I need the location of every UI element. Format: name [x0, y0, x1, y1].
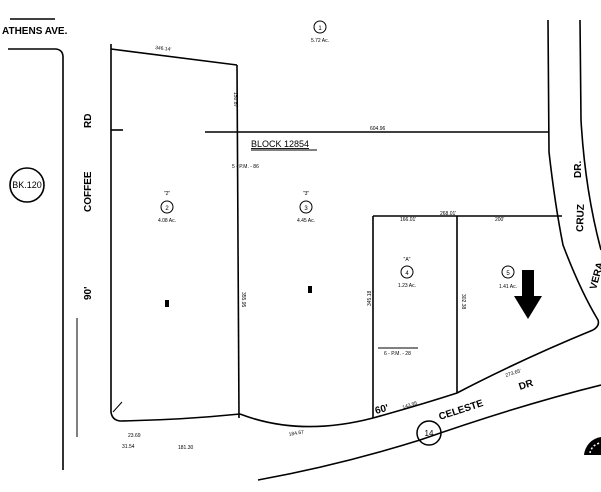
dimension: 184.67: [288, 429, 304, 438]
parcel-letter: "2": [164, 191, 171, 197]
vera-cruz-dr-label: DR.: [573, 161, 584, 178]
parcel-2[interactable]: "2" 2 4.08 Ac.: [158, 191, 176, 307]
parcel-letter: "A": [404, 257, 411, 263]
parcel-number: 2: [165, 206, 169, 212]
building-marker: [308, 286, 312, 293]
parcel-number-circle: [400, 265, 414, 279]
celeste-dr-label: DR: [518, 378, 536, 393]
celeste-width: 60': [374, 403, 390, 417]
cruz-label: CRUZ: [575, 204, 587, 232]
parcel-number-circle: [299, 200, 313, 214]
block-label: BLOCK 12854: [251, 139, 309, 149]
subject-arrow-icon: [514, 270, 542, 319]
vera-cruz-west-line: [547, 19, 600, 331]
parcel-acreage: 1.41 Ac.: [499, 284, 517, 290]
dimension: 166.01': [400, 217, 416, 223]
parcel-number: 5: [506, 271, 510, 277]
dimension: 273.65': [505, 368, 522, 379]
pm28-label: 6 - P.M. - 28: [384, 351, 411, 357]
vera-label: VERA: [588, 261, 601, 291]
parcel-number-circle: [160, 200, 174, 214]
parcel-number: 1: [318, 26, 322, 32]
parcel-1[interactable]: 1 5.72 Ac.: [311, 20, 329, 44]
dimension: 181.30: [178, 445, 194, 451]
parcel-west-boundary: [110, 44, 241, 422]
celeste-label: CELESTE: [438, 398, 486, 423]
book-ref: BK.120: [12, 180, 42, 190]
parcel-3[interactable]: "3" 3 4.45 Ac.: [297, 191, 315, 293]
adjacent-page-number[interactable]: 14: [425, 429, 434, 438]
dimension: 355.95: [240, 292, 246, 308]
dimension: 346.14': [155, 45, 172, 53]
parcel-2-north-line: [110, 48, 238, 66]
dimension: 345.18: [367, 290, 373, 306]
parcel-acreage: 5.72 Ac.: [311, 38, 329, 44]
compass-rose-icon: [584, 437, 601, 455]
leader: [112, 401, 123, 413]
celeste-north-line: [239, 329, 594, 428]
dimension: 23.69: [128, 433, 141, 439]
parcel-5[interactable]: 5 1.41 Ac.: [499, 265, 517, 290]
parcel-acreage: 4.08 Ac.: [158, 218, 176, 224]
parcel-2-east-line: [236, 64, 240, 419]
coffee-rd-label: COFFEE: [83, 171, 94, 212]
parcel-acreage: 4.45 Ac.: [297, 218, 315, 224]
parcel-letter: "3": [303, 191, 310, 197]
dimension: 31.54: [122, 444, 135, 450]
dimension: 268.01': [440, 211, 456, 217]
dimension: 200': [495, 217, 504, 223]
dimension: 143.95: [402, 400, 419, 410]
adjacent-page-circle[interactable]: [416, 420, 442, 446]
parcel-acreage: 1.23 Ac.: [398, 283, 416, 289]
vera-cruz-east-line: [579, 19, 601, 251]
coffee-rd-suffix: RD: [83, 114, 94, 128]
building-marker: [165, 300, 169, 307]
book-ref-circle: [9, 167, 45, 203]
coffee-rd-width: 90': [83, 286, 94, 300]
parcel-number: 3: [304, 206, 308, 212]
pm86-label: 5 - P.M. - 86: [232, 164, 259, 170]
dimension: 604.96: [370, 126, 386, 132]
dimension: 150.87: [232, 92, 238, 108]
parcel-4[interactable]: "A" 4 1.23 Ac.: [398, 257, 416, 289]
parcel-number-circle: [501, 265, 515, 279]
parcel-number: 4: [405, 271, 409, 277]
coffee-rd-west-line: [8, 48, 64, 470]
dimension: 302.38: [460, 294, 466, 310]
athens-ave-label: ATHENS AVE.: [2, 26, 68, 37]
parcel-number-circle: [313, 20, 327, 34]
